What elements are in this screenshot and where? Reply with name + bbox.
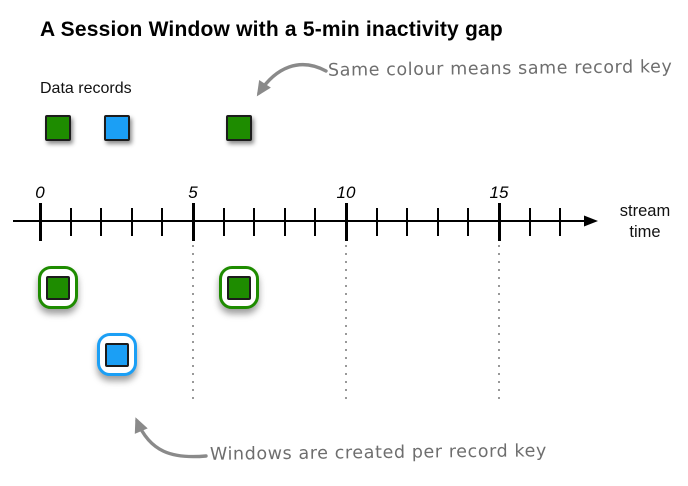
axis-minor-tick bbox=[100, 208, 103, 236]
axis-minor-tick bbox=[528, 208, 531, 236]
axis-major-tick bbox=[344, 203, 348, 241]
inactivity-gap-guide bbox=[345, 245, 347, 403]
blue-record-square bbox=[103, 115, 130, 141]
green-record-square bbox=[45, 115, 72, 141]
annotation-same-colour: Same colour means same record key bbox=[327, 57, 673, 81]
diagram-title: A Session Window with a 5-min inactivity… bbox=[40, 18, 503, 41]
green-record-square bbox=[225, 115, 252, 141]
axis-minor-tick bbox=[406, 208, 409, 236]
green-session-window bbox=[218, 266, 259, 309]
green-record-square bbox=[226, 275, 251, 300]
axis-major-tick bbox=[38, 203, 42, 241]
arrow-to-window-icon bbox=[134, 417, 208, 459]
axis-major-tick bbox=[191, 203, 195, 241]
axis-arrowhead-icon bbox=[584, 215, 598, 227]
stream-time-label: stream time bbox=[610, 201, 680, 243]
annotation-windows-per-key: Windows are created per record key bbox=[209, 441, 548, 465]
axis-tick-label: 10 bbox=[336, 183, 356, 202]
axis-major-tick bbox=[497, 203, 501, 241]
green-record-square bbox=[46, 275, 71, 300]
axis-tick-label: 0 bbox=[35, 183, 45, 202]
arrow-to-record-icon bbox=[256, 62, 328, 97]
axis-minor-tick bbox=[314, 208, 317, 236]
stream-time-line2: time bbox=[629, 223, 661, 241]
green-session-window bbox=[38, 266, 79, 309]
inactivity-gap-guide bbox=[192, 245, 194, 403]
axis-minor-tick bbox=[253, 208, 256, 236]
axis-minor-tick bbox=[436, 208, 439, 236]
axis-minor-tick bbox=[283, 208, 286, 236]
axis-minor-tick bbox=[467, 208, 470, 236]
blue-record-square bbox=[104, 342, 129, 367]
stream-time-line1: stream bbox=[619, 202, 671, 220]
axis-tick-label: 5 bbox=[188, 183, 198, 202]
data-records-label: Data records bbox=[40, 80, 132, 97]
axis-minor-tick bbox=[222, 208, 225, 236]
axis-minor-tick bbox=[375, 208, 378, 236]
axis-minor-tick bbox=[559, 208, 562, 236]
inactivity-gap-guide bbox=[498, 245, 500, 403]
axis-minor-tick bbox=[130, 208, 133, 236]
axis-minor-tick bbox=[161, 208, 164, 236]
axis-minor-tick bbox=[69, 208, 72, 236]
axis-tick-label: 15 bbox=[489, 183, 509, 202]
stream-time-axis bbox=[13, 220, 585, 222]
blue-session-window bbox=[96, 333, 137, 376]
